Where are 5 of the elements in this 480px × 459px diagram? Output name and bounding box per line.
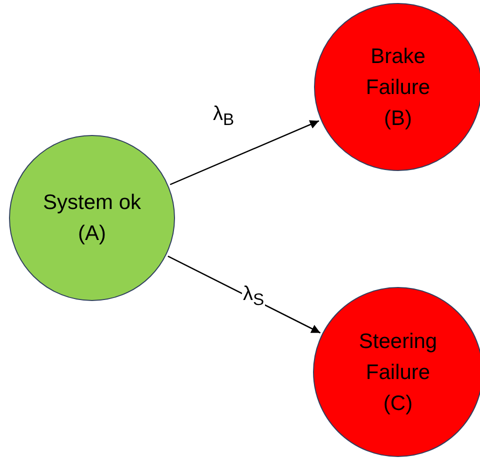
state-label: Steering Failure (C) (358, 328, 438, 416)
state-label: System ok (A) (42, 190, 142, 247)
arrow (170, 120, 320, 186)
state-label: Brake Failure (B) (364, 44, 432, 132)
edge-label: λ$_{S}$ (242, 284, 266, 309)
